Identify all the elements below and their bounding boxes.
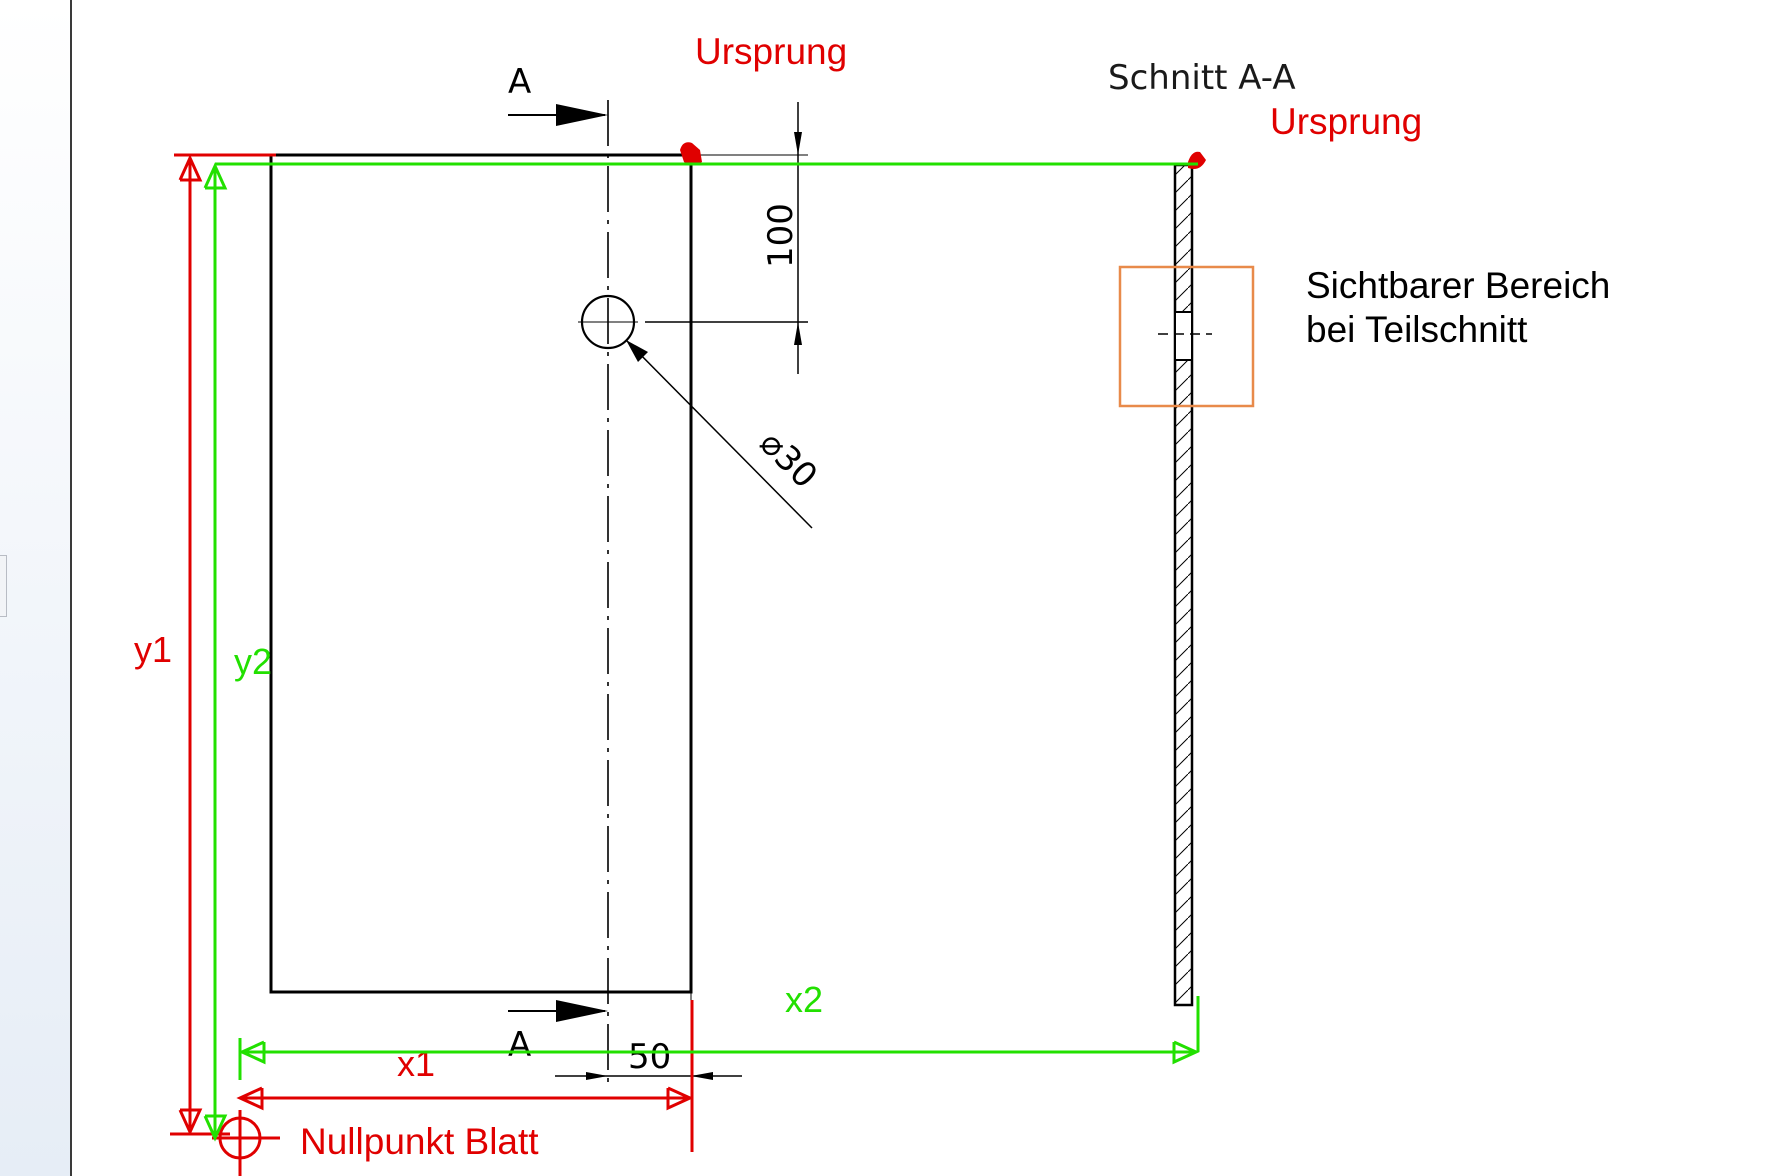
- section-plate: [1173, 163, 1194, 1007]
- section-arrow-top-label: A: [508, 62, 531, 102]
- visible-area-line1: Sichtbarer Bereich: [1306, 265, 1610, 306]
- sheet-zero-label: Nullpunkt Blatt: [300, 1121, 539, 1162]
- origin-marker-section: [1188, 151, 1206, 169]
- section-view: Schnitt A-A Sichtbarer Bereich bei Teils…: [1108, 58, 1610, 1007]
- section-arrow-bottom-label: A: [508, 1025, 531, 1065]
- x2-label: x2: [785, 979, 823, 1020]
- hole-section-gap: [1176, 312, 1191, 360]
- left-side-panel: [0, 0, 72, 1176]
- panel-collapse-handle[interactable]: [0, 555, 7, 617]
- front-view: [269, 100, 693, 1085]
- origin-marker-front: [680, 142, 702, 165]
- red-annotations: y1 x1 Nullpunkt Blatt Ursprung Ursprung: [134, 31, 1422, 1176]
- visible-area-box: [1118, 265, 1255, 408]
- section-title: Schnitt A-A: [1108, 58, 1296, 98]
- dimension-50: 50: [555, 992, 742, 1080]
- dimension-100-text: 100: [761, 203, 801, 268]
- dimension-diameter-text: ⌀30: [752, 423, 825, 496]
- origin-front-label: Ursprung: [695, 31, 847, 72]
- dimension-50-text: 50: [628, 1037, 671, 1077]
- dimension-100: 100: [645, 102, 808, 374]
- green-annotations: y2 x2: [203, 162, 1200, 1142]
- section-arrow-top: A: [508, 62, 608, 126]
- section-arrow-bottom: A: [508, 1000, 608, 1065]
- origin-section-label: Ursprung: [1270, 101, 1422, 142]
- y2-label: y2: [234, 641, 272, 682]
- y1-label: y1: [134, 629, 172, 670]
- x1-label: x1: [397, 1043, 435, 1084]
- drawing-sheet: A A 100 ⌀30 50: [72, 0, 1784, 1176]
- plate-outline: [269, 153, 693, 994]
- visible-area-line2: bei Teilschnitt: [1306, 309, 1528, 350]
- dimension-diameter: ⌀30: [625, 339, 825, 529]
